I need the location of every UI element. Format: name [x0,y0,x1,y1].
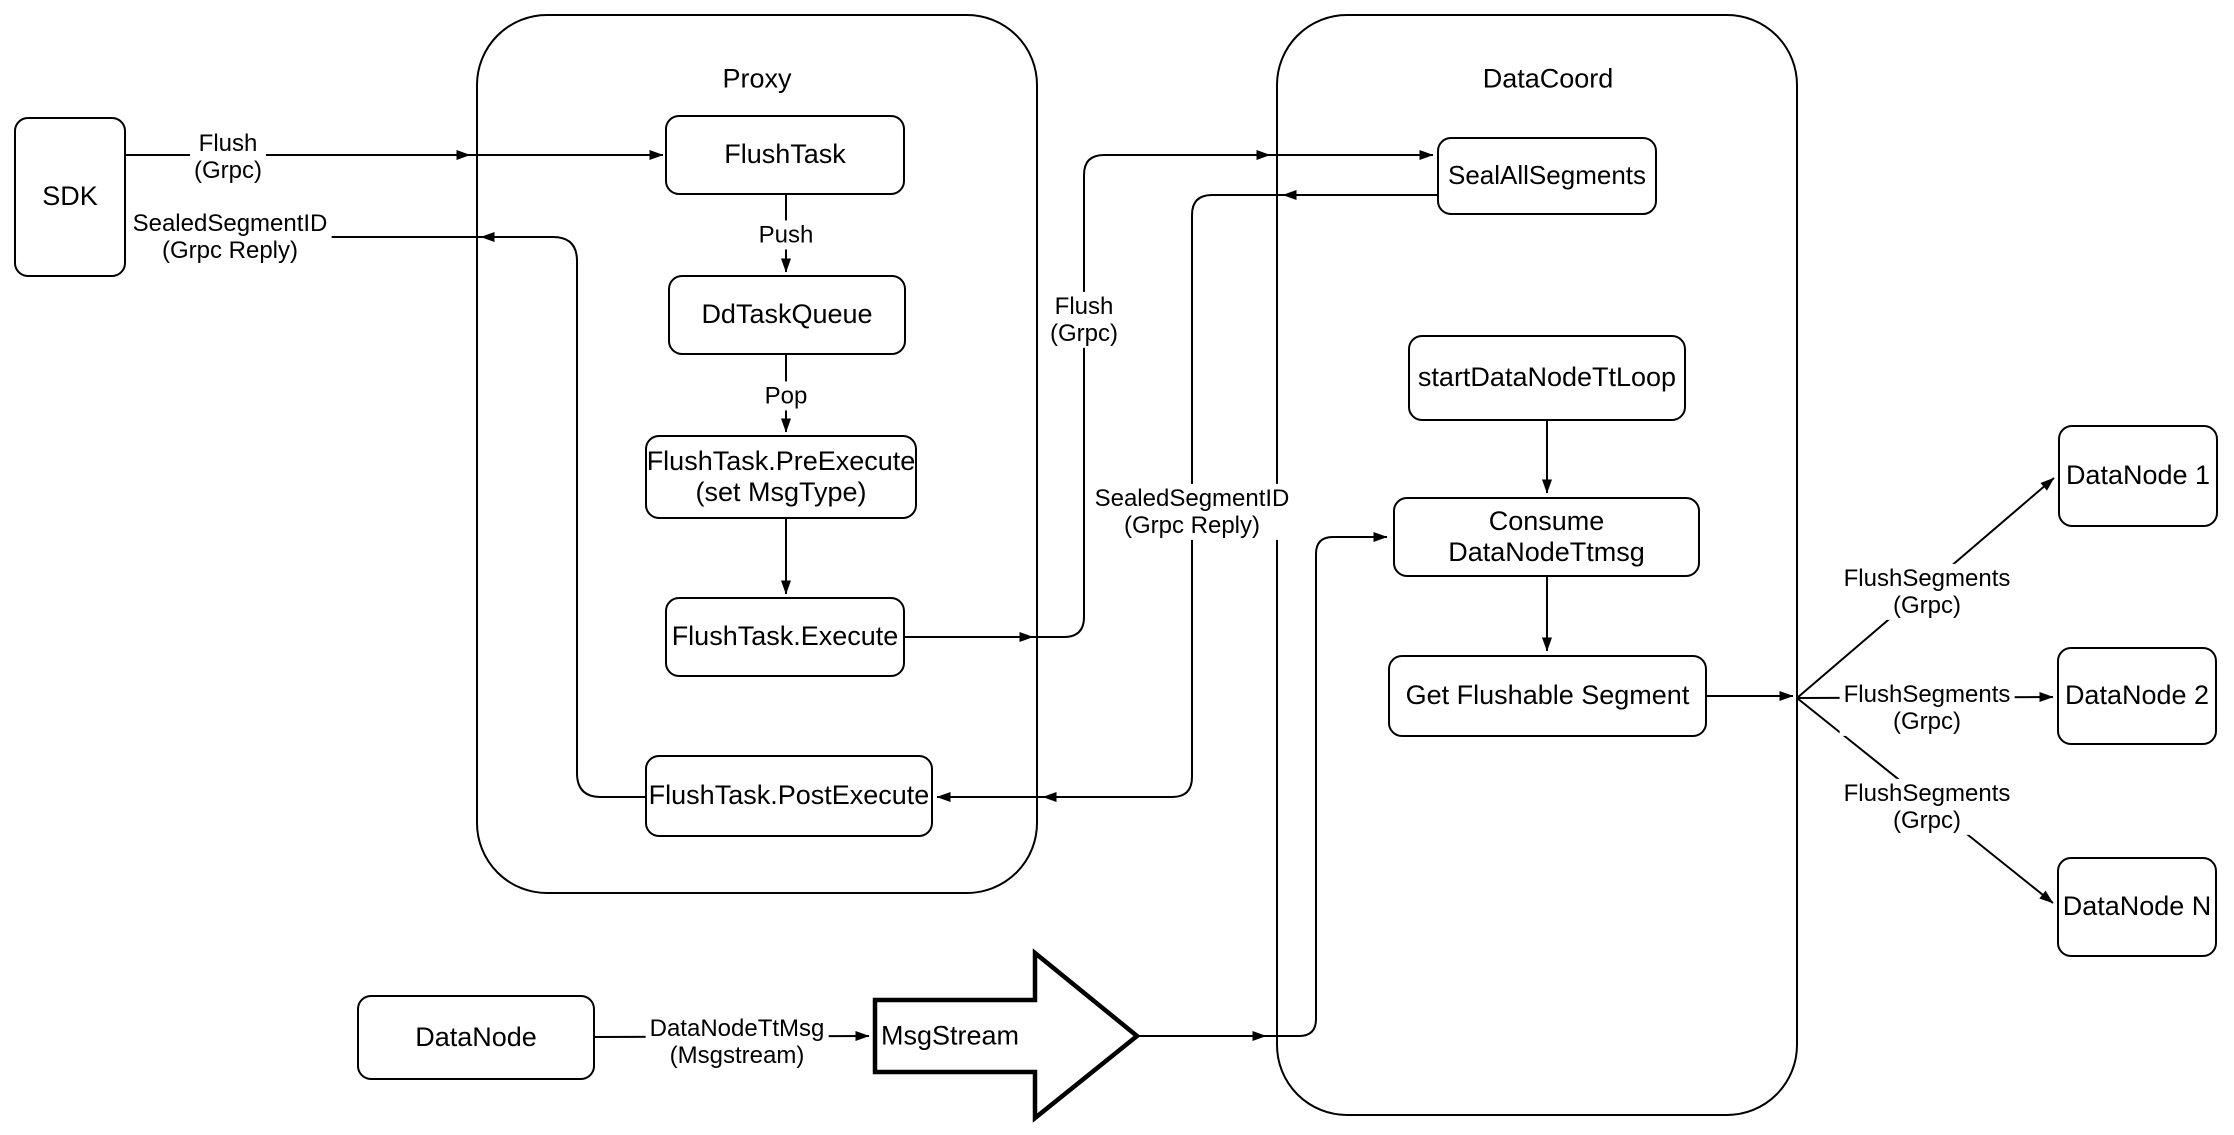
edge-label-flushsegments-2: FlushSegments (Grpc) [1839,679,2015,737]
edge-flush-grpc-to-datacoord-boundary [1033,150,1271,638]
edge-label-flush-grpc-mid: Flush (Grpc) [1046,291,1122,349]
node-sdk: SDK [14,117,126,277]
datacoord-group-container [1276,14,1798,1116]
edge-datacoord-boundary-to-consume [1266,532,1388,1037]
node-preexecute-line2: (set MsgType) [695,477,867,507]
node-execute: FlushTask.Execute [665,597,905,677]
node-preexecute-line1: FlushTask.PreExecute [646,445,916,476]
datacoord-group-title: DataCoord [1482,63,1614,94]
node-ddtaskqueue: DdTaskQueue [668,275,906,355]
node-startdatanodettloop: startDataNodeTtLoop [1408,335,1686,421]
edge-label-flushsegments-n: FlushSegments (Grpc) [1839,778,2015,836]
edge-label-flushsegments-1: FlushSegments (Grpc) [1839,563,2015,621]
node-postexecute: FlushTask.PostExecute [645,755,933,837]
proxy-group-container [476,14,1038,894]
node-datanode2: DataNode 2 [2057,647,2217,745]
edge-label-push: Push [754,220,818,250]
msgstream-arrow-shape [872,948,1141,1123]
edge-postexecute-to-proxy-boundary [480,232,645,798]
node-datanode: DataNode [357,995,595,1080]
node-datanode1: DataNode 1 [2058,425,2218,527]
node-preexecute: FlushTask.PreExecute (set MsgType) [645,435,917,519]
node-sealallsegments: SealAllSegments [1437,137,1657,215]
node-getflushablesegment: Get Flushable Segment [1388,655,1707,737]
edge-label-sealedsegmentid-sdk: SealedSegmentID (Grpc Reply) [128,208,332,266]
node-consumedatanodettmsg: Consume DataNodeTtmsg [1393,497,1700,577]
node-flushtask: FlushTask [665,115,905,195]
edge-label-sealedsegmentid-mid: SealedSegmentID (Grpc Reply) [1090,483,1294,541]
edge-label-datanodettmsg: DataNodeTtMsg (Msgstream) [645,1013,829,1071]
node-datanoden: DataNode N [2057,857,2217,957]
edge-label-flush-grpc-sdk: Flush (Grpc) [190,128,266,186]
proxy-group-title: Proxy [722,63,792,94]
msgstream-label: MsgStream [880,1020,1020,1051]
edge-label-pop: Pop [760,381,812,411]
